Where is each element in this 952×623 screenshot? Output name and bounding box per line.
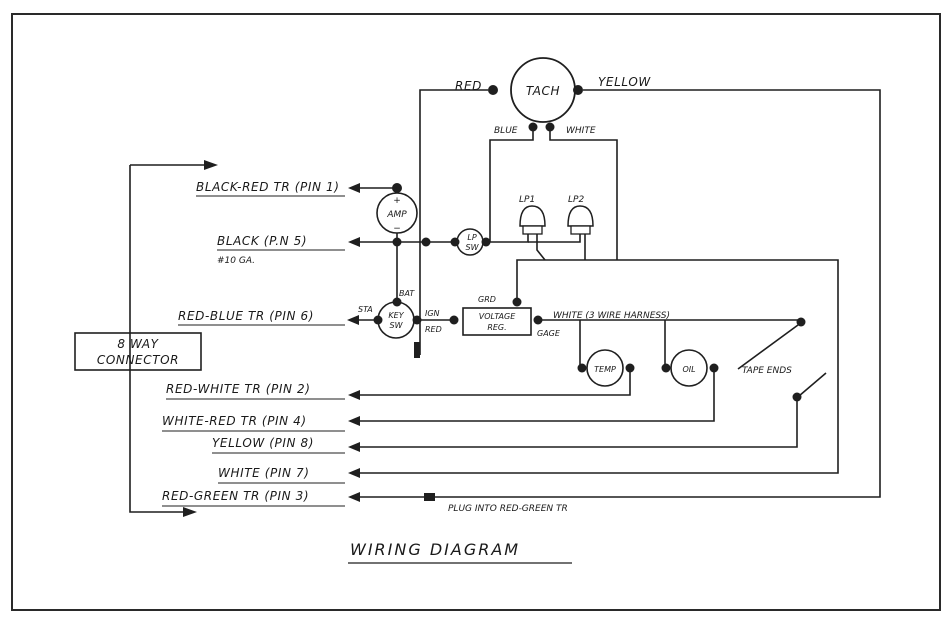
wire-label-yellow: YELLOW bbox=[598, 75, 651, 89]
lp1-label: LP1 bbox=[519, 195, 535, 205]
pin-label-8: YELLOW (PIN 8) bbox=[212, 436, 314, 450]
connector-label-line1: 8 WAY bbox=[117, 337, 159, 351]
oil-gauge: OIL bbox=[661, 349, 719, 387]
lamp-lp1: LP1 bbox=[519, 195, 546, 235]
oil-label: OIL bbox=[682, 365, 695, 374]
connector-bracket bbox=[129, 160, 218, 517]
wire-label-red: RED bbox=[455, 79, 482, 93]
wire-label-sta: STA bbox=[358, 305, 373, 314]
pin-label-2: RED-WHITE TR (PIN 2) bbox=[166, 382, 310, 396]
wire-label-tape-ends: TAPE ENDS bbox=[742, 366, 792, 376]
lp-sw-label-1: LP bbox=[467, 233, 476, 242]
wire-label-white: WHITE bbox=[566, 126, 596, 136]
pin-label-1: BLACK-RED TR (PIN 1) bbox=[196, 180, 340, 194]
key-sw-label-2: SW bbox=[390, 321, 404, 330]
key-switch: KEY SW bbox=[373, 297, 422, 339]
wire-label-grd: GRD bbox=[478, 295, 496, 304]
lp-sw-label-2: SW bbox=[466, 243, 480, 252]
diagram-title: WIRING DIAGRAM bbox=[350, 540, 520, 559]
voltage-regulator: VOLTAGE REG. bbox=[462, 297, 543, 336]
pin-label-3: RED-GREEN TR (PIN 3) bbox=[162, 489, 309, 503]
voltage-reg-label-2: REG. bbox=[487, 323, 506, 332]
lamp-lp2: LP2 bbox=[567, 195, 594, 235]
fuse-plug bbox=[414, 342, 420, 358]
wire-label-ign: IGN bbox=[425, 309, 440, 318]
amp-minus: − bbox=[393, 224, 401, 234]
amp-label: AMP bbox=[386, 210, 407, 220]
connector-label-line2: CONNECTOR bbox=[97, 353, 179, 367]
eight-way-connector: 8 WAY CONNECTOR bbox=[74, 332, 202, 371]
lp-switch: LP SW bbox=[450, 228, 491, 256]
wire-label-red-ign: RED bbox=[425, 325, 442, 334]
pin-label-4: WHITE-RED TR (PIN 4) bbox=[162, 414, 307, 428]
pin-label-7: WHITE (PIN 7) bbox=[218, 466, 310, 480]
amp-plus: + bbox=[393, 196, 401, 206]
plug-connector bbox=[424, 493, 435, 501]
pin-label-6: RED-BLUE TR (PIN 6) bbox=[178, 309, 314, 323]
wire-label-bat: BAT bbox=[399, 289, 415, 298]
key-sw-label-1: KEY bbox=[388, 311, 404, 320]
voltage-reg-label-1: VOLTAGE bbox=[479, 312, 517, 321]
ammeter: AMP + − bbox=[376, 183, 418, 234]
temp-gauge: TEMP bbox=[577, 349, 635, 387]
wire-label-white-harness: WHITE (3 WIRE HARNESS) bbox=[553, 311, 670, 321]
temp-label: TEMP bbox=[594, 365, 616, 374]
wire-label-blue: BLUE bbox=[494, 126, 518, 136]
wire-label-gage: GAGE bbox=[537, 329, 561, 338]
diagram-frame bbox=[11, 13, 941, 611]
tach-gauge: TACH bbox=[488, 57, 583, 132]
pin-label-5: BLACK (P.N 5) bbox=[217, 234, 307, 248]
lp2-label: LP2 bbox=[568, 195, 584, 205]
tach-label: TACH bbox=[526, 84, 560, 98]
plug-note: PLUG INTO RED-GREEN TR bbox=[448, 504, 568, 514]
wire-label-10-ga: #10 GA. bbox=[217, 256, 255, 266]
